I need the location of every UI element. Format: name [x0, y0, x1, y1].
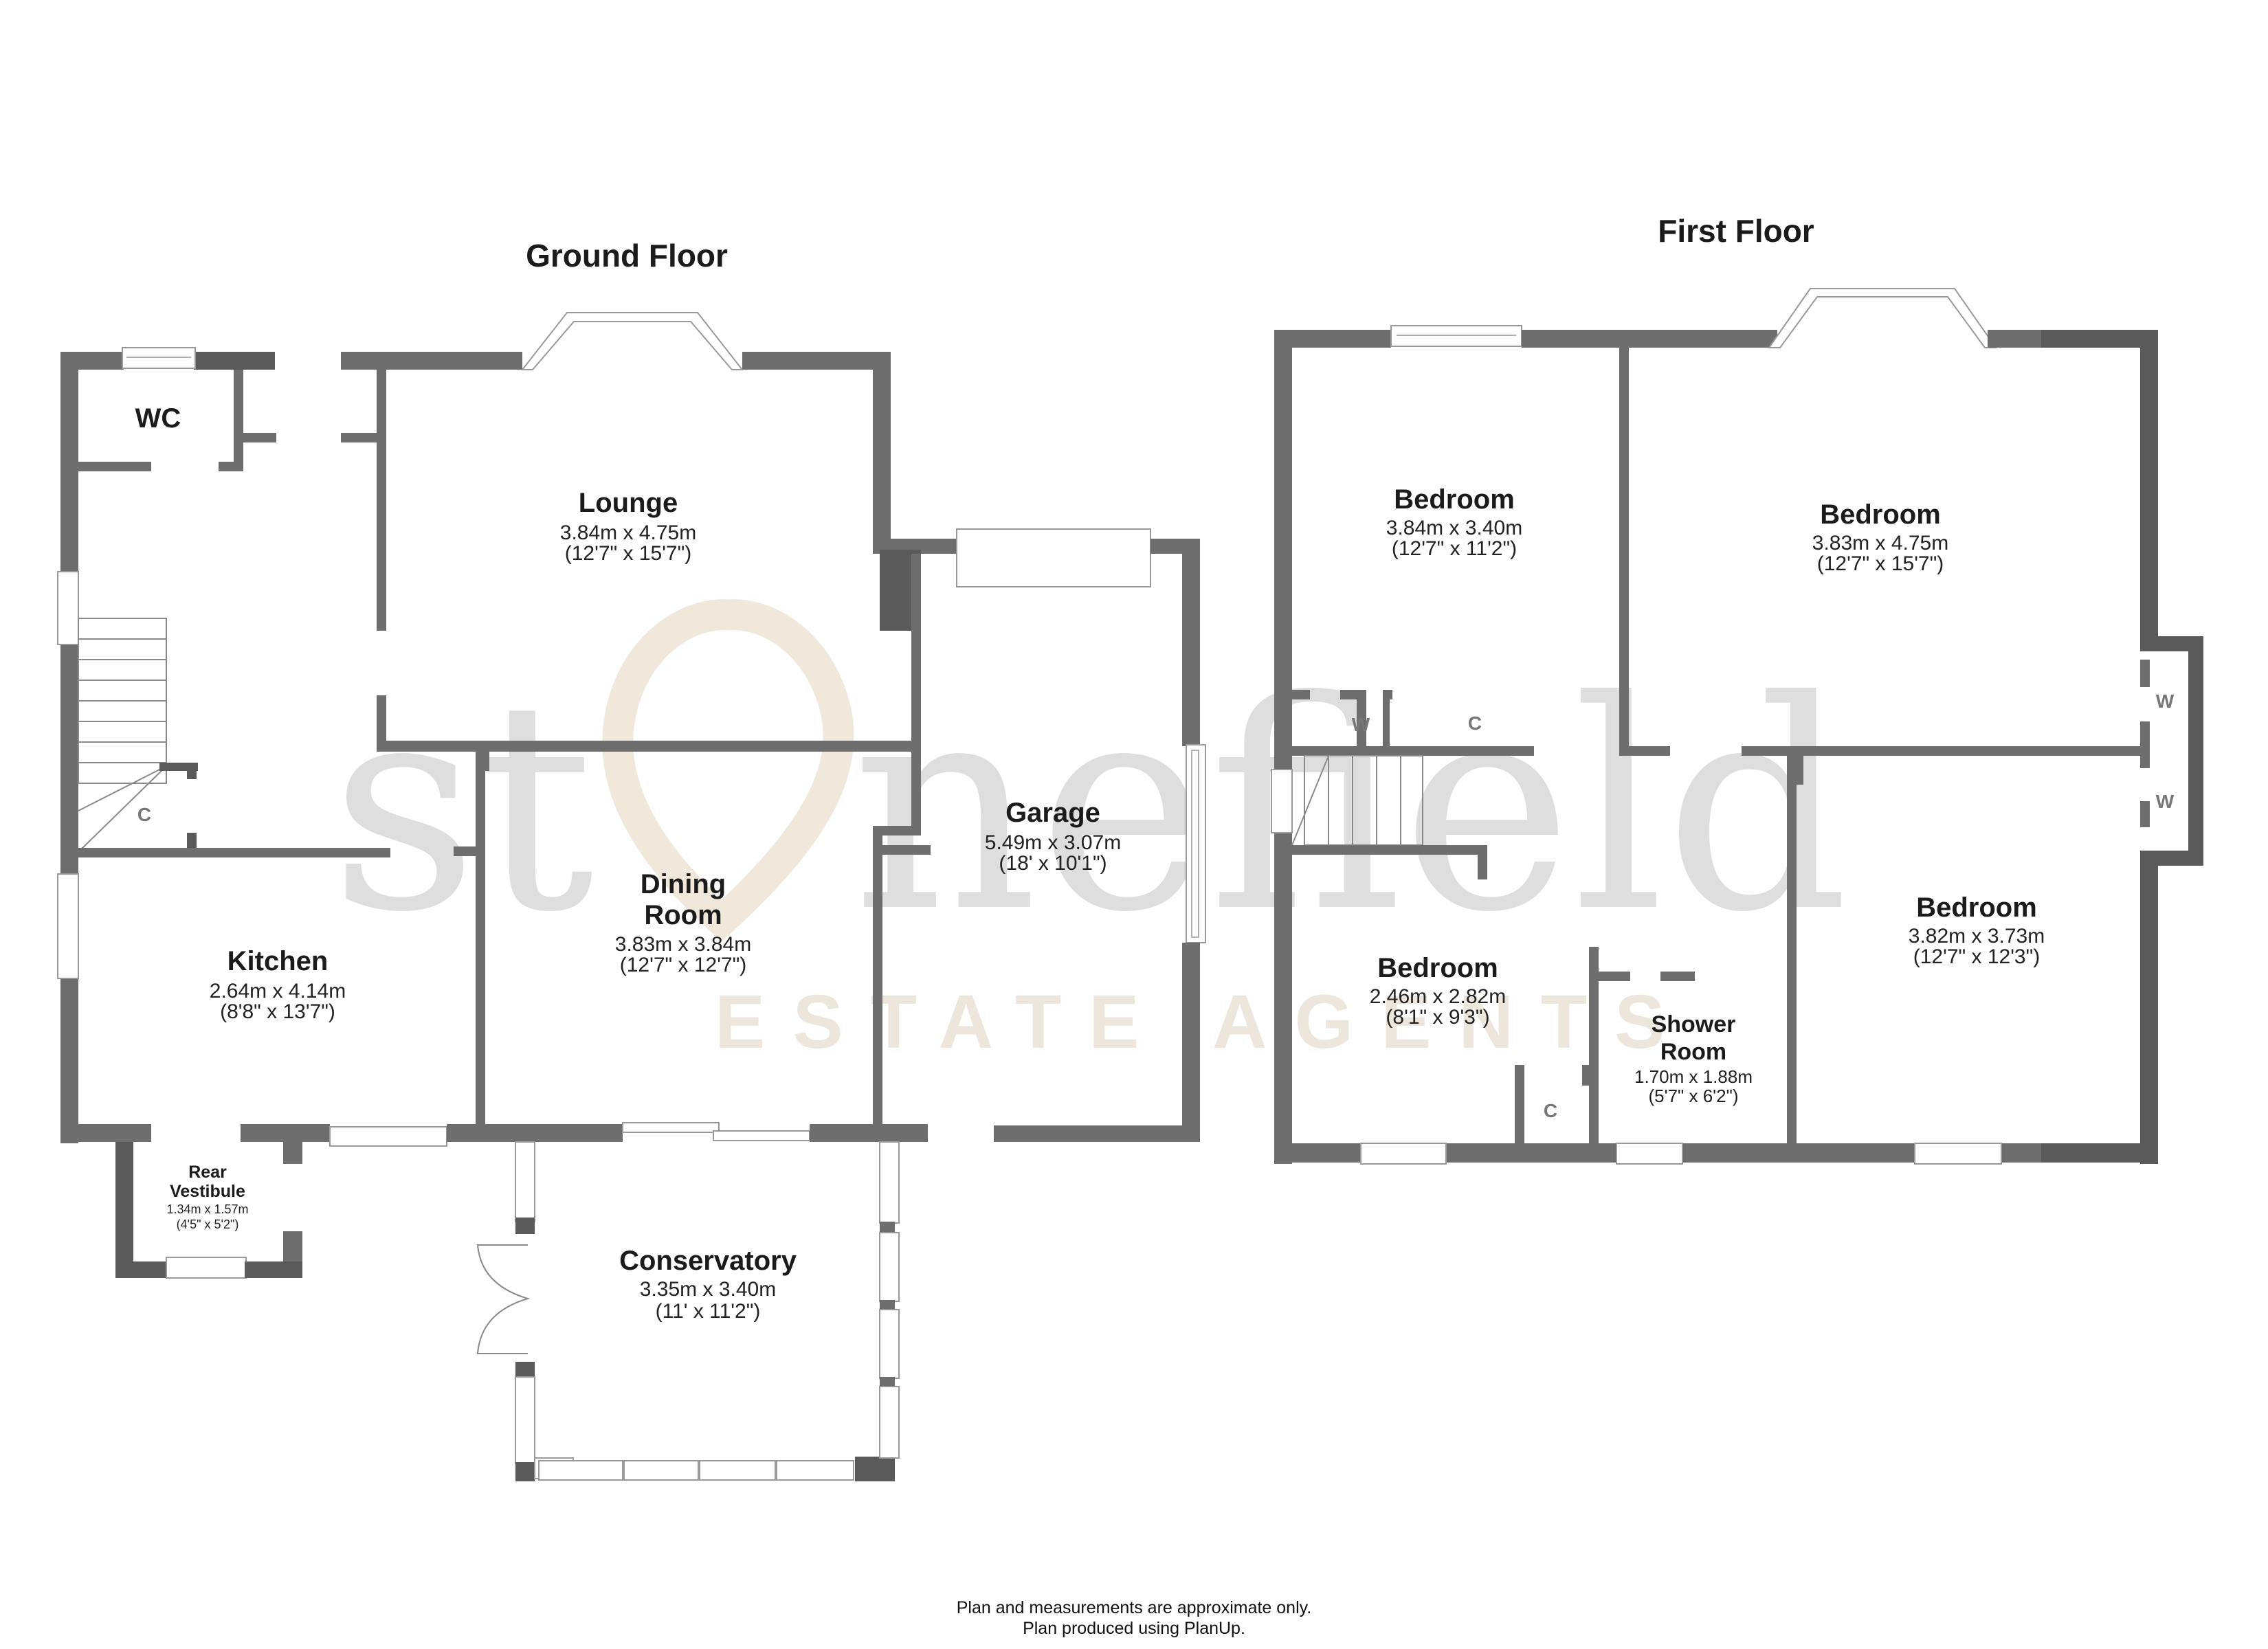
room-label-vestibule-line1: Rear — [188, 1163, 227, 1182]
room-label-dining-line2: Room — [644, 900, 722, 930]
disclaimer-line-2: Plan produced using PlanUp. — [1023, 1619, 1245, 1638]
cupboard-marker: C — [1544, 1100, 1557, 1121]
room-dims-m-vestibule: 1.34m x 1.57m — [166, 1202, 248, 1216]
first-floor-labels: Bedroom 3.84m x 3.40m (12'7" x 11'2") Be… — [1352, 484, 2175, 1121]
first-floor-title: First Floor — [1658, 213, 1814, 249]
room-label-dining-line1: Dining — [641, 869, 726, 899]
room-label-shower-line1: Shower — [1652, 1011, 1736, 1037]
room-dims-m-bedroom-1: 3.84m x 3.40m — [1386, 517, 1522, 539]
room-dims-m-garage: 5.49m x 3.07m — [985, 831, 1121, 854]
room-dims-ft-lounge: (12'7" x 15'7") — [565, 542, 692, 565]
disclaimer-line-1: Plan and measurements are approximate on… — [956, 1598, 1312, 1617]
ground-floor-stairs — [78, 618, 167, 853]
cupboard-marker: C — [137, 804, 151, 825]
watermark-tagline: ESTATE AGENTS — [715, 980, 1692, 1064]
ground-floor-walls — [57, 312, 1206, 1481]
wardrobe-marker: W — [1352, 714, 1370, 735]
plan-disclaimer: Plan and measurements are approximate on… — [0, 1597, 2268, 1639]
room-label-bedroom-2: Bedroom — [1820, 500, 1941, 530]
room-dims-ft-garage: (18' x 10'1") — [999, 852, 1107, 875]
watermark-heart-icon — [602, 599, 854, 942]
room-label-bedroom-1: Bedroom — [1394, 484, 1515, 515]
room-dims-ft-kitchen: (8'8" x 13'7") — [220, 1000, 335, 1023]
room-dims-ft-shower: (5'7" x 6'2") — [1649, 1086, 1739, 1106]
room-label-kitchen: Kitchen — [227, 946, 329, 976]
room-dims-m-conservatory: 3.35m x 3.40m — [640, 1278, 776, 1301]
watermark-brand-left: st — [330, 640, 595, 976]
room-label-vestibule-line2: Vestibule — [170, 1182, 245, 1201]
room-label-shower-line2: Room — [1660, 1039, 1726, 1065]
room-label-wc: WC — [135, 403, 181, 434]
room-dims-m-bedroom-4: 2.46m x 2.82m — [1370, 985, 1506, 1008]
first-floor-walls — [1271, 288, 2203, 1165]
ground-floor-title: Ground Floor — [526, 238, 728, 273]
wardrobe-marker: W — [2156, 691, 2175, 712]
room-label-lounge: Lounge — [579, 488, 678, 518]
room-dims-ft-dining: (12'7" x 12'7") — [620, 954, 747, 976]
cupboard-marker: C — [1468, 713, 1482, 734]
room-label-conservatory: Conservatory — [619, 1246, 797, 1276]
room-dims-m-dining: 3.83m x 3.84m — [615, 933, 751, 956]
room-dims-ft-bedroom-1: (12'7" x 11'2") — [1392, 537, 1517, 560]
room-dims-ft-bedroom-2: (12'7" x 15'7") — [1817, 552, 1944, 575]
room-dims-ft-vestibule: (4'5" x 5'2") — [177, 1218, 239, 1231]
first-floor-stairs — [1291, 755, 1423, 846]
wardrobe-marker: W — [2156, 791, 2175, 812]
ground-floor-labels: WC Lounge 3.84m x 4.75m (12'7" x 15'7") … — [135, 403, 1122, 1323]
room-dims-ft-conservatory: (11' x 11'2") — [656, 1300, 761, 1323]
room-dims-ft-bedroom-3: (12'7" x 12'3") — [1913, 945, 2041, 968]
room-dims-m-kitchen: 2.64m x 4.14m — [210, 980, 346, 1002]
room-dims-m-shower: 1.70m x 1.88m — [1634, 1066, 1753, 1087]
room-dims-m-bedroom-2: 3.83m x 4.75m — [1812, 532, 1948, 554]
room-dims-ft-bedroom-4: (8'1" x 9'3") — [1386, 1006, 1489, 1029]
room-label-bedroom-4: Bedroom — [1377, 953, 1498, 983]
room-label-bedroom-3: Bedroom — [1916, 893, 2037, 923]
room-dims-m-lounge: 3.84m x 4.75m — [560, 521, 696, 544]
room-label-garage: Garage — [1005, 798, 1100, 828]
room-dims-m-bedroom-3: 3.82m x 3.73m — [1909, 925, 2045, 947]
